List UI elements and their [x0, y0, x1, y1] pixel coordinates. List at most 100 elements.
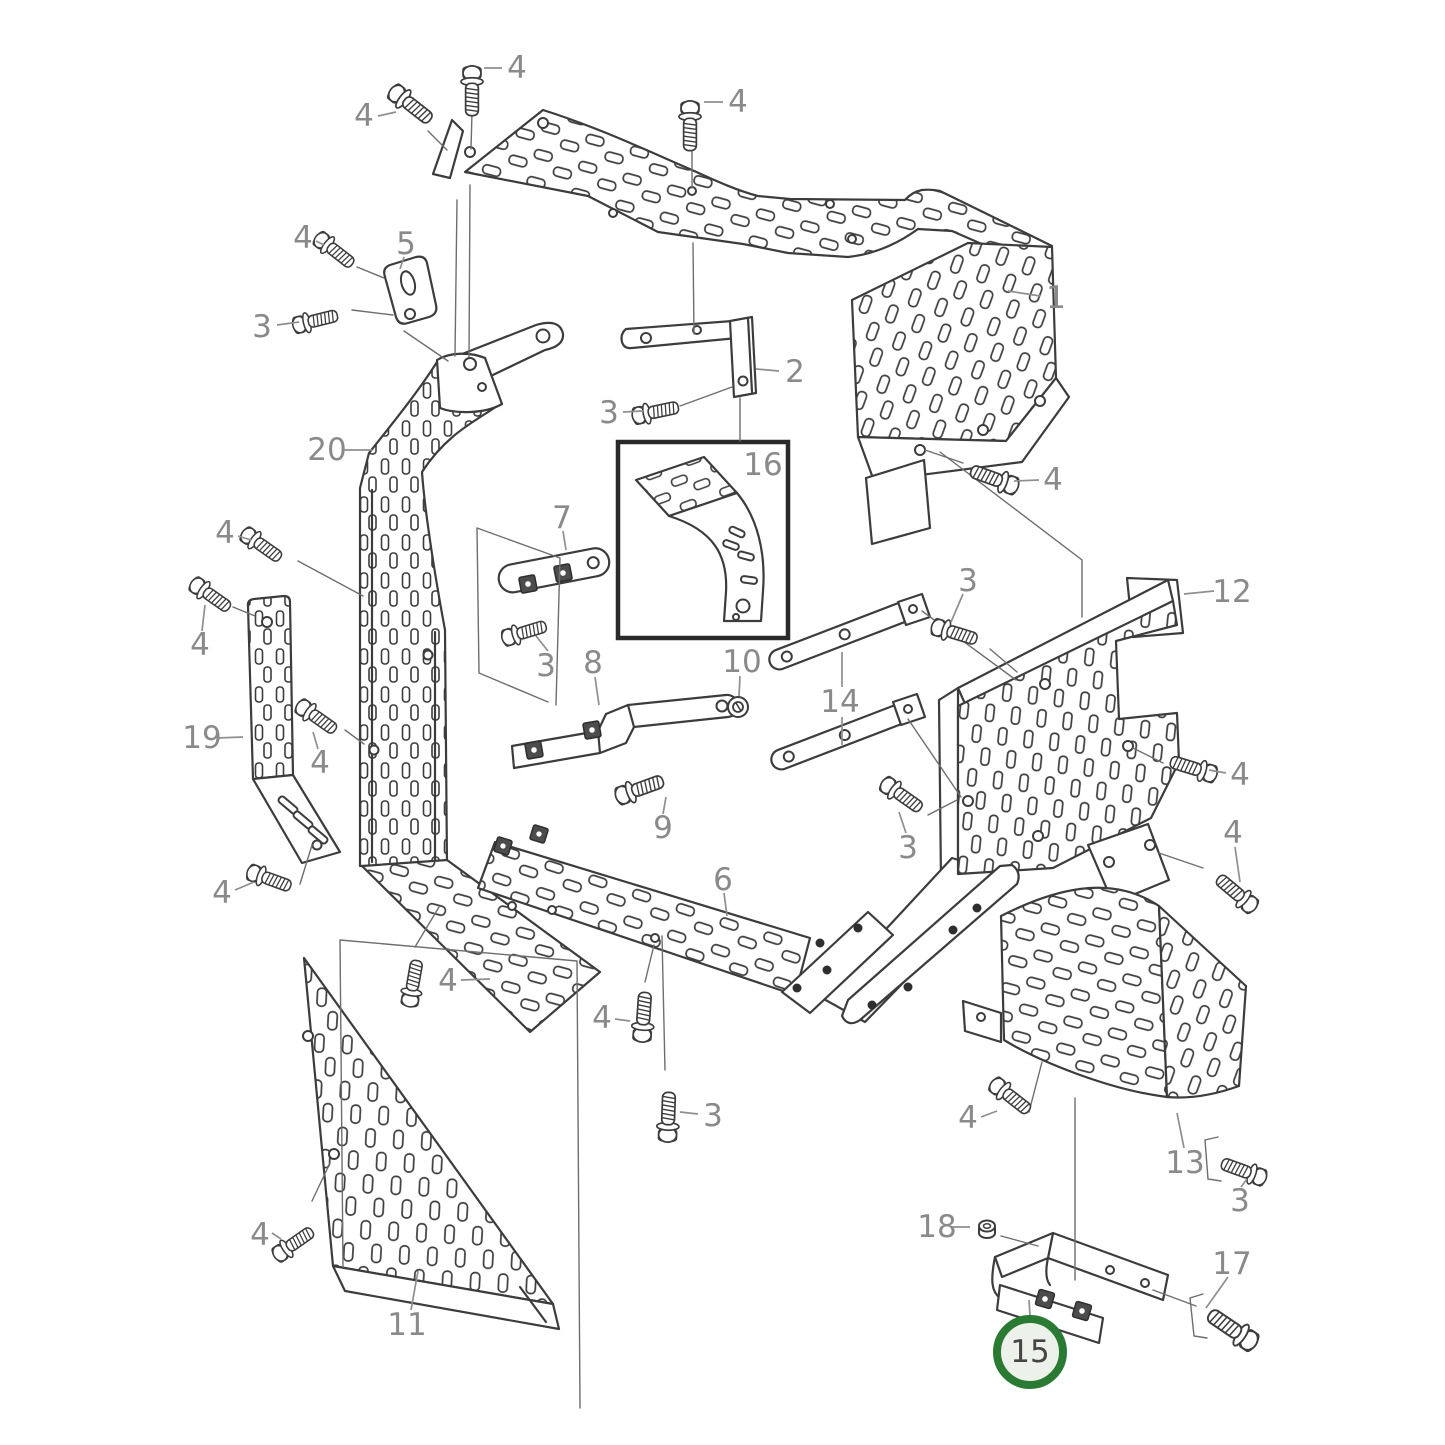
callout-4[interactable]: 4 [592, 1000, 631, 1036]
callout-3[interactable]: 3 [898, 811, 918, 866]
callout-8[interactable]: 8 [583, 645, 603, 706]
callout-number: 4 [438, 963, 458, 999]
callout-number: 4 [212, 875, 232, 911]
part-19-strip-bracket[interactable] [246, 594, 342, 865]
part-16-inset-box[interactable] [615, 439, 791, 641]
callout-number: 18 [917, 1209, 956, 1245]
callout-4[interactable]: 4 [438, 963, 491, 999]
callout-4[interactable]: 4 [354, 98, 397, 134]
callout-16[interactable]: 16 [743, 447, 782, 483]
callout-number: 4 [190, 627, 210, 663]
leader-line [614, 1018, 631, 1022]
leader-line [201, 604, 206, 632]
callout-3[interactable]: 3 [599, 395, 644, 431]
callout-number: 12 [1212, 574, 1251, 610]
callout-number: 4 [1043, 462, 1063, 498]
part-15-u-bracket[interactable] [991, 1231, 1170, 1345]
leader-line [399, 256, 405, 270]
leader-line [980, 1110, 998, 1118]
leader-line [898, 811, 907, 834]
nut-18 [978, 1219, 996, 1239]
callout-9[interactable]: 9 [653, 796, 673, 846]
callout-11[interactable]: 11 [387, 1270, 427, 1343]
callout-4[interactable]: 4 [293, 220, 325, 256]
callout-7[interactable]: 7 [552, 500, 572, 551]
callout-4[interactable]: 4 [484, 50, 527, 86]
part-6-bottom-panel[interactable] [476, 823, 1020, 1025]
callout-18[interactable]: 18 [917, 1209, 970, 1245]
leader-line [315, 240, 325, 246]
leader-line [622, 410, 644, 413]
part-14-straps[interactable] [766, 592, 932, 772]
leader-line [276, 321, 300, 326]
callout-number: 4 [958, 1100, 978, 1136]
callout-4[interactable]: 4 [310, 731, 330, 781]
leader-line [216, 736, 244, 739]
callout-4[interactable]: 4 [1208, 757, 1250, 793]
callout-4[interactable]: 4 [250, 1217, 282, 1253]
part-5-shackle-bracket[interactable] [383, 255, 438, 325]
callout-1[interactable]: 1 [1007, 280, 1066, 316]
callout-6[interactable]: 6 [713, 862, 733, 917]
callout-number: 4 [507, 50, 527, 86]
callout-3[interactable]: 3 [252, 309, 300, 345]
callout-19[interactable]: 19 [182, 720, 244, 756]
callout-14[interactable]: 14 [820, 652, 860, 745]
callout-4[interactable]: 4 [190, 604, 210, 663]
callout-number: 3 [703, 1098, 723, 1134]
leader-line [1007, 290, 1041, 297]
leader-line [312, 731, 319, 750]
part-11-triangular-panel[interactable] [302, 956, 561, 1331]
callout-2[interactable]: 2 [755, 354, 805, 390]
callout-3[interactable]: 3 [950, 563, 978, 623]
callout-number: 15 [1010, 1334, 1049, 1370]
callout-number: 13 [1165, 1145, 1204, 1181]
callout-4[interactable]: 4 [215, 515, 252, 551]
callout-3[interactable]: 3 [1230, 1178, 1250, 1219]
part-2-angle-bracket[interactable] [620, 315, 758, 399]
leader-line [237, 535, 252, 541]
callout-number: 3 [898, 830, 918, 866]
leader-line [950, 593, 964, 623]
callout-number: 4 [215, 515, 235, 551]
callout-number: 3 [252, 309, 272, 345]
callout-number: 20 [307, 432, 346, 468]
callout-number: 5 [396, 226, 416, 262]
callout-10[interactable]: 10 [722, 644, 762, 697]
callout-5[interactable]: 5 [396, 226, 416, 270]
callout-3[interactable]: 3 [679, 1098, 723, 1134]
callout-number: 11 [387, 1307, 426, 1343]
callout-number: 9 [653, 810, 673, 846]
leader-line [1208, 769, 1227, 774]
part-1-top-guard-panel[interactable] [431, 108, 1071, 546]
leader-line [460, 978, 491, 981]
callout-4[interactable]: 4 [212, 875, 255, 911]
callout-number: 19 [182, 720, 221, 756]
callout-15[interactable]: 15 [993, 1299, 1067, 1389]
leader-line [1240, 1178, 1248, 1188]
leader-line [1013, 479, 1040, 482]
part-13-lower-right-panel[interactable] [961, 822, 1248, 1099]
callout-number: 6 [713, 862, 733, 898]
part-7-strap[interactable] [496, 546, 611, 595]
callout-4[interactable]: 4 [1013, 462, 1063, 498]
leader-line [1183, 590, 1215, 595]
callout-20[interactable]: 20 [307, 432, 372, 468]
callout-4[interactable]: 4 [1223, 815, 1243, 883]
callout-4[interactable]: 4 [958, 1100, 998, 1136]
callout-17[interactable]: 17 [1205, 1246, 1252, 1309]
leader-line [662, 796, 667, 815]
callout-13[interactable]: 13 [1165, 1112, 1205, 1181]
leader-line [1028, 1299, 1031, 1316]
callout-number: 4 [728, 84, 748, 120]
leader-line [679, 1111, 699, 1115]
leader-line [377, 111, 397, 117]
part-20-side-panel[interactable] [358, 321, 602, 1034]
callout-12[interactable]: 12 [1183, 574, 1252, 610]
callout-number: 4 [354, 98, 374, 134]
callout-3[interactable]: 3 [535, 635, 556, 684]
callout-4[interactable]: 4 [704, 84, 748, 120]
